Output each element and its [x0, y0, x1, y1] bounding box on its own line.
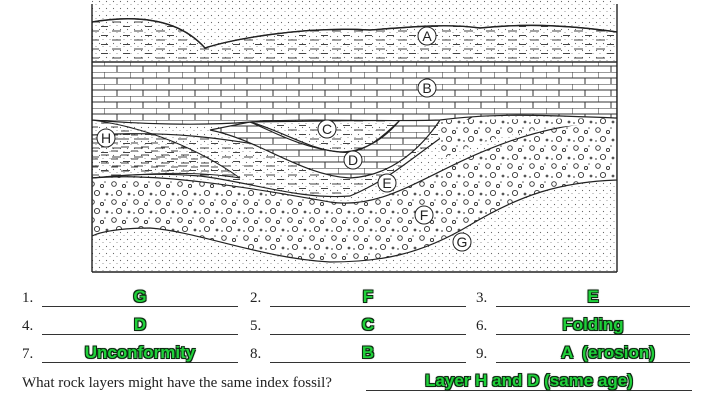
svg-text:C: C	[322, 121, 332, 137]
answer-line	[496, 362, 690, 363]
label-g: G	[452, 232, 472, 252]
answer-text: Unconformity	[84, 343, 196, 362]
answer-line	[270, 362, 466, 363]
layer-d	[209, 119, 442, 179]
svg-text:G: G	[457, 234, 468, 250]
question-number: 6.	[476, 318, 488, 334]
erosion-surface	[92, 18, 617, 49]
fossil-question-prompt: What rock layers might have the same ind…	[22, 375, 332, 391]
question-3: 3. E	[476, 287, 696, 310]
label-c: C	[317, 119, 337, 139]
svg-text:F: F	[420, 207, 429, 223]
label-h: H	[96, 128, 116, 148]
svg-text:A: A	[422, 28, 432, 44]
layer-b	[92, 61, 617, 125]
question-number: 7.	[22, 346, 34, 362]
label-a: A	[417, 26, 437, 46]
answer-text: A (erosion)	[561, 343, 655, 362]
question-4: 4. D	[22, 315, 244, 338]
label-f: F	[414, 205, 434, 225]
question-number: 5.	[250, 318, 262, 334]
answer-line	[496, 306, 690, 307]
question-number: 8.	[250, 346, 262, 362]
label-d: D	[343, 150, 363, 170]
answer-line	[270, 306, 466, 307]
question-2: 2. F	[250, 287, 470, 310]
answer-line	[42, 334, 238, 335]
question-1: 1. G	[22, 287, 244, 310]
answer-text: Folding	[562, 315, 624, 334]
question-number: 4.	[22, 318, 34, 334]
svg-text:D: D	[348, 152, 358, 168]
answer-line	[42, 362, 238, 363]
layer-e-right	[440, 118, 617, 160]
label-b: B	[417, 78, 437, 98]
answer-text: Layer H and D (same age)	[425, 371, 633, 390]
svg-text:B: B	[422, 80, 431, 96]
question-8: 8. B	[250, 343, 470, 366]
question-number: 3.	[476, 290, 488, 306]
rock-layers-diagram: A B C D E F G H	[91, 0, 618, 273]
answer-text: D	[133, 315, 147, 334]
question-6: 6. Folding	[476, 315, 696, 338]
svg-text:H: H	[101, 130, 111, 146]
fossil-question: Layer H and D (same age)	[366, 371, 696, 394]
label-e: E	[377, 173, 397, 193]
answer-text: F	[362, 287, 374, 306]
answer-text: B	[361, 343, 375, 362]
answer-text: C	[361, 315, 375, 334]
answer-text: E	[587, 287, 599, 306]
question-5: 5. C	[250, 315, 470, 338]
question-7: 7. Unconformity	[22, 343, 244, 366]
answer-line	[366, 390, 692, 391]
question-number: 2.	[250, 290, 262, 306]
answer-line	[42, 306, 238, 307]
question-number: 9.	[476, 346, 488, 362]
layer-f	[92, 119, 617, 263]
answer-line	[270, 334, 466, 335]
layer-h	[92, 119, 241, 179]
answer-line	[496, 334, 690, 335]
svg-text:E: E	[382, 175, 391, 191]
question-number: 1.	[22, 290, 34, 306]
answer-text: G	[133, 287, 147, 306]
question-9: 9. A (erosion)	[476, 343, 696, 366]
